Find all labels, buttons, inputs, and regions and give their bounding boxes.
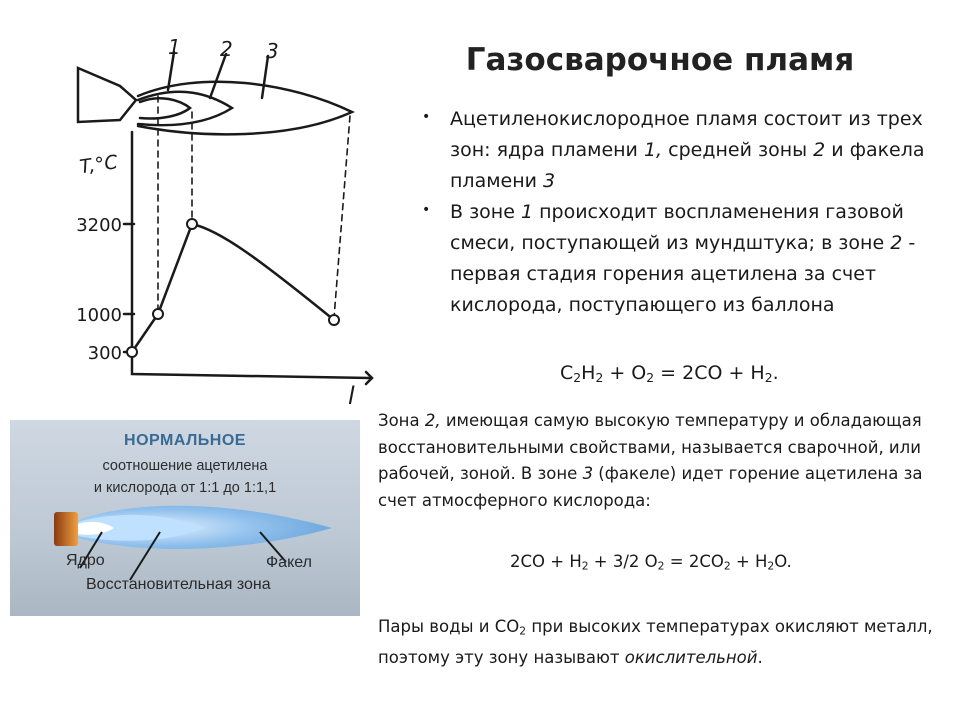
flame-core [78, 521, 114, 535]
page-title: Газосварочное пламя [465, 42, 855, 78]
label-core: Ядро [66, 552, 105, 569]
tick-3200: 3200 [76, 215, 122, 236]
nozzle-tip [54, 512, 78, 546]
equation-torch-combustion: 2CO + H2 + 3/2 O2 = 2CO2 + H2O. [510, 552, 792, 573]
zone-label-1: 1 [168, 35, 181, 59]
label-torch: Факел [266, 554, 312, 571]
curve-point-4 [328, 314, 340, 326]
photo-heading: НОРМАЛЬНОЕ [124, 432, 246, 449]
flame-illustration [54, 505, 332, 581]
equation-acetylene-combustion: C2H2 + O2 = 2CO + H2. [560, 362, 779, 386]
flame-zone-3-outline [136, 80, 355, 136]
temperature-curve [130, 222, 336, 354]
tick-1000: 1000 [76, 305, 122, 326]
y-axis-line [130, 130, 372, 380]
bullet-dot-icon: • [422, 202, 431, 218]
paragraph-welding-zone: Зона 2, имеющая самую высокую температур… [378, 411, 923, 510]
curve-point-1 [126, 346, 138, 358]
bullet-dot-icon: • [422, 109, 431, 125]
bullet-item: •Ацетиленокислородное пламя состоит из т… [422, 104, 942, 197]
flame-zone-2-outline [136, 90, 235, 127]
curve-point-2 [152, 308, 164, 320]
curve-point-3 [186, 218, 198, 230]
flame-inner-zone [78, 514, 205, 541]
flame-photo-panel: НОРМАЛЬНОЕ соотношение ацетилена и кисло… [10, 420, 360, 616]
zone-label-3: 3 [266, 39, 279, 63]
nozzle-shape [76, 66, 138, 124]
x-axis-label: l [348, 382, 355, 410]
tick-300: 300 [88, 343, 122, 364]
flame-temperature-diagram: 1 2 3 T,°C l 3200 1000 300 [76, 35, 374, 410]
bullet-item: •В зоне 1 происходит воспламенения газов… [422, 197, 942, 321]
photo-caption-line: и кислорода от 1:1 до 1:1,1 [93, 480, 277, 496]
flame-zone-1-outline [138, 97, 193, 120]
zone-label-2: 2 [220, 37, 233, 61]
label-reducing-zone: Восстановительная зона [86, 576, 271, 593]
y-axis-label: T,°C [78, 151, 120, 178]
photo-caption-line: соотношение ацетилена [102, 458, 268, 474]
paragraph-oxidizing-zone: Пары воды и CO2 при высоких температурах… [378, 617, 933, 668]
bullet-list: •Ацетиленокислородное пламя состоит из т… [422, 104, 942, 321]
